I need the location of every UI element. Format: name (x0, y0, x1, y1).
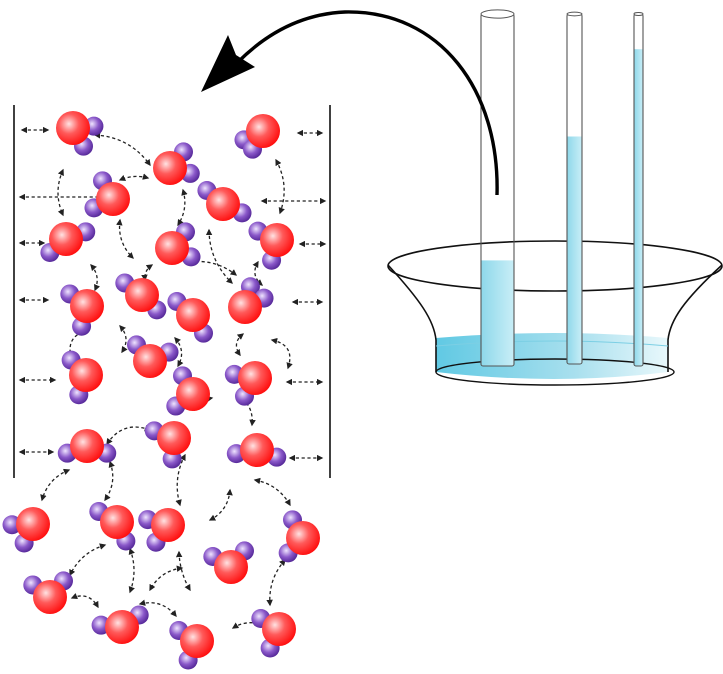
hydrogen-bond-arrow (205, 228, 233, 284)
water-molecule (23, 571, 73, 614)
oxygen-atom (240, 433, 274, 467)
oxygen-atom (176, 377, 210, 411)
hydrogen-bond-arrow (104, 460, 115, 502)
water-molecules (2, 111, 320, 670)
hydrogen-bond-arrow (118, 173, 150, 181)
dish-rim (387, 240, 723, 292)
hydrogen-bond-arrow (149, 565, 184, 592)
water-molecule (197, 181, 252, 223)
oxygen-atom (100, 505, 134, 539)
oxygen-atom (246, 114, 280, 148)
oxygen-atom (153, 151, 187, 185)
water-molecule (84, 171, 130, 218)
narrow-tube-water (634, 49, 643, 366)
hydrogen-bond-arrow (275, 158, 285, 215)
medium-tube-water (567, 136, 582, 364)
water-molecule (56, 111, 104, 156)
hydrogen-bond-arrow (141, 264, 154, 282)
water-molecule (127, 335, 179, 378)
hydrogen-bond-arrow (175, 550, 191, 592)
oxygen-atom (286, 521, 320, 555)
oxygen-atom (157, 421, 191, 455)
water-molecule (251, 609, 296, 658)
oxygen-atom (176, 298, 210, 332)
oxygen-atom (49, 222, 83, 256)
hydrogen-bond-arrow (93, 132, 151, 167)
water-molecule (278, 510, 320, 563)
water-molecule (89, 502, 136, 551)
hydrogen-bond-arrow (266, 559, 286, 607)
hydrogen-bond-arrow (208, 488, 233, 521)
hydrogen-bond-arrow (253, 477, 291, 507)
oxygen-atom (70, 429, 104, 463)
oxygen-atom (133, 344, 167, 378)
water-molecule (153, 142, 200, 185)
hydrogen-bond-arrow (252, 260, 264, 286)
hydrogen-bond-arrow (119, 325, 128, 354)
hydrogen-bond-arrow (57, 168, 64, 217)
oxygen-atom (56, 111, 90, 145)
hydrogen-bond-arrow (174, 337, 184, 368)
oxygen-atom (155, 231, 189, 265)
medium-tube (566, 11, 583, 365)
oxygen-atom (96, 182, 130, 216)
pointer-arrow (201, 10, 499, 196)
water-molecule (57, 429, 117, 463)
oxygen-atom (238, 361, 272, 395)
hydrogen-bond-arrow (270, 337, 293, 370)
hydrogen-bond-arrow (90, 264, 101, 292)
capillary-tubes (480, 9, 644, 367)
hydrogen-bond-arrow (128, 547, 135, 594)
dish (387, 240, 723, 386)
water-molecule (144, 421, 191, 469)
oxygen-atom (214, 550, 248, 584)
oxygen-atom (16, 507, 50, 541)
water-molecule (169, 621, 214, 670)
water-molecule (2, 507, 50, 553)
wide-tube-water (481, 260, 514, 366)
oxygen-atom (33, 580, 67, 614)
oxygen-atom (180, 624, 214, 658)
oxygen-atom (151, 508, 185, 542)
water-molecule (91, 605, 149, 644)
narrow-tube (633, 12, 644, 367)
water-molecule (115, 273, 167, 320)
hydrogen-bond-arrow (116, 218, 134, 259)
water-molecule (60, 284, 104, 336)
hydrogen-bond-arrow (69, 543, 107, 577)
hydrogen-bond-arrow (234, 333, 245, 357)
water-molecule (155, 222, 201, 267)
water-molecule (234, 114, 280, 159)
hydrogen-bond-arrow (177, 188, 188, 227)
oxygen-atom (206, 187, 240, 221)
hydrogen-bond-arrow (70, 593, 99, 609)
wide-tube (480, 9, 515, 367)
water-molecule (167, 292, 213, 343)
tube-walls (13, 105, 331, 478)
water-molecule (40, 222, 96, 262)
dish-water (436, 333, 668, 379)
hydrogen-bond-arrow (175, 453, 186, 507)
dish-bottom (435, 358, 675, 386)
oxygen-atom (105, 610, 139, 644)
water-molecule (228, 277, 274, 324)
water-molecule (248, 221, 294, 270)
water-molecule (226, 433, 287, 467)
oxygen-atom (262, 612, 296, 646)
hydrogen-bond-arrow (40, 468, 71, 502)
oxygen-atom (228, 290, 262, 324)
oxygen-atom (70, 289, 104, 323)
hydrogen-bond-arrow (106, 425, 152, 446)
oxygen-atom (69, 358, 103, 392)
water-molecule (138, 508, 185, 552)
water-molecule (61, 350, 103, 405)
water-molecule (224, 361, 272, 406)
water-molecule (166, 366, 210, 416)
hydrogen-bond-arrow (138, 599, 177, 618)
oxygen-atom (125, 278, 159, 312)
water-molecule (203, 541, 254, 584)
oxygen-atom (260, 223, 294, 257)
